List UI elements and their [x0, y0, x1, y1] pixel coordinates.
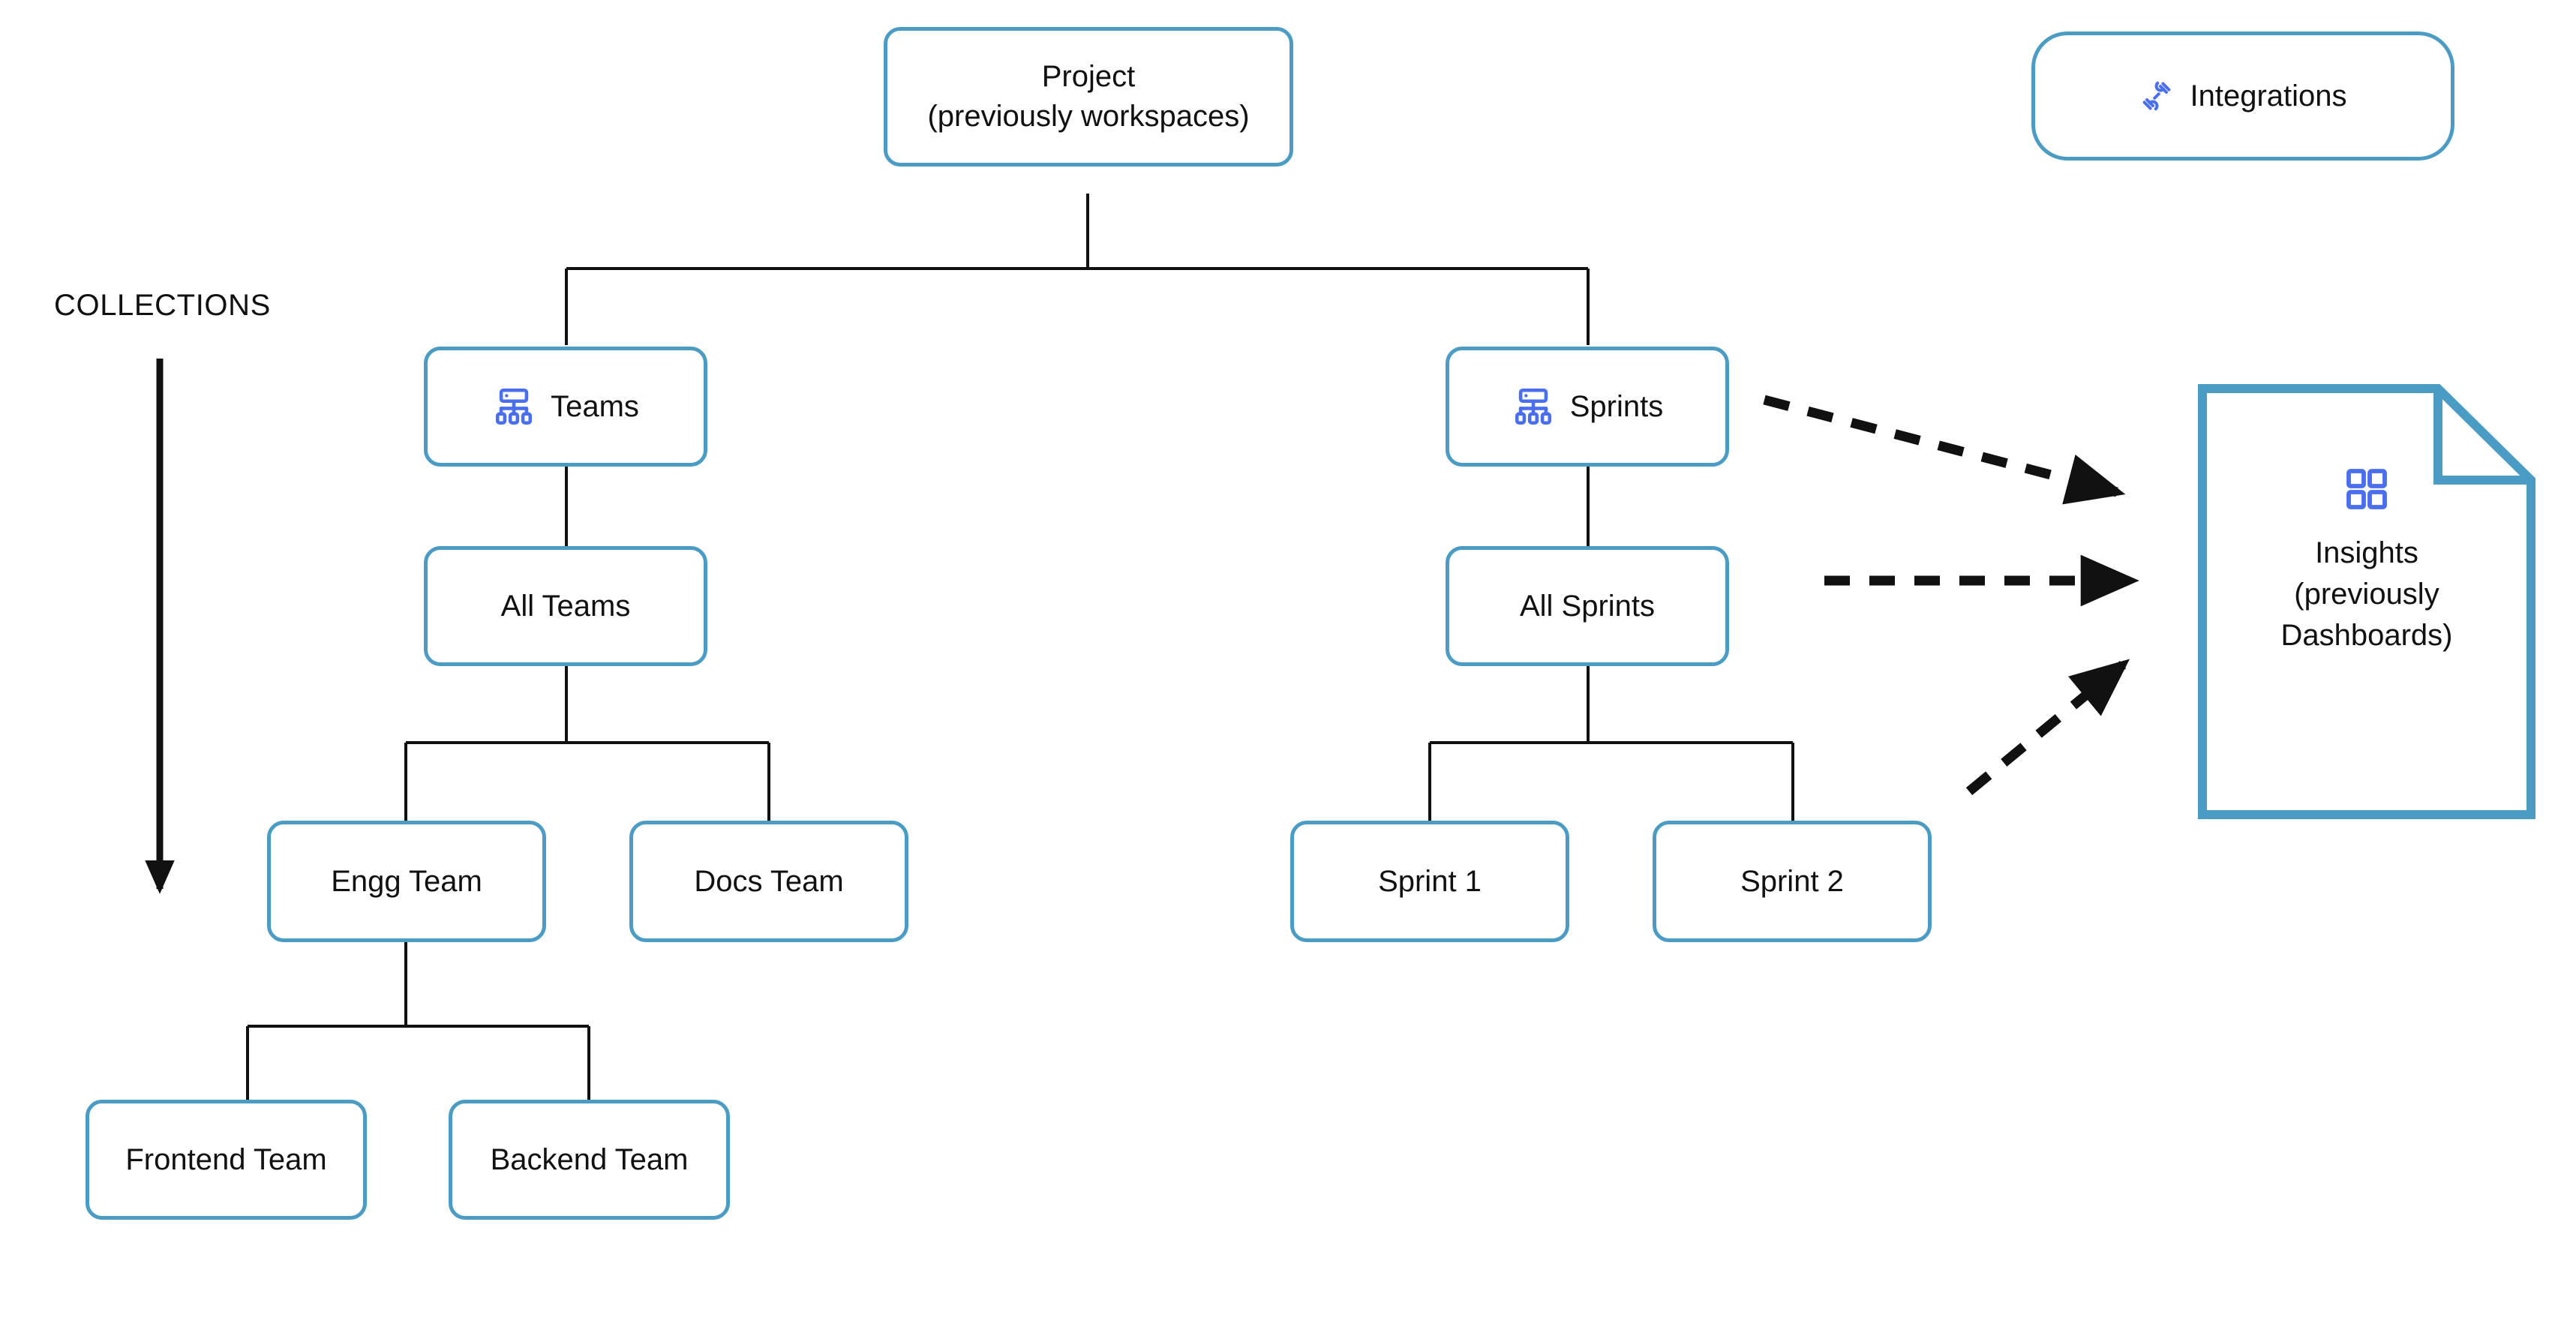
- plug-icon: [2139, 78, 2175, 114]
- node-all-sprints[interactable]: All Sprints: [1446, 546, 1729, 666]
- node-backend-team[interactable]: Backend Team: [449, 1100, 730, 1220]
- node-sprint-1[interactable]: Sprint 1: [1290, 821, 1569, 942]
- node-integrations-label: Integrations: [2190, 79, 2347, 113]
- node-sprints[interactable]: Sprints: [1446, 347, 1729, 467]
- node-sprint-2-label: Sprint 2: [1740, 864, 1844, 898]
- node-insights-label: Insights (previously Dashboards): [2280, 536, 2453, 653]
- node-sprint-1-label: Sprint 1: [1378, 864, 1482, 898]
- node-docs-team[interactable]: Docs Team: [629, 821, 908, 942]
- node-all-teams[interactable]: All Teams: [424, 546, 707, 666]
- node-frontend-team-label: Frontend Team: [125, 1142, 327, 1176]
- edge-sprints-to-insights: [1763, 395, 2126, 505]
- node-insights[interactable]: Insights (previously Dashboards): [2198, 384, 2535, 819]
- node-all-sprints-label: All Sprints: [1519, 589, 1656, 623]
- node-engg-team[interactable]: Engg Team: [267, 821, 546, 942]
- node-engg-team-label: Engg Team: [331, 864, 482, 898]
- node-teams[interactable]: Teams: [424, 347, 707, 467]
- edge-sprint2-to-insights: [1965, 659, 2130, 796]
- node-docs-team-label: Docs Team: [694, 864, 844, 898]
- document-shape: [2198, 384, 2535, 819]
- node-project[interactable]: Project (previously workspaces): [884, 27, 1293, 167]
- collections-label: COLLECTIONS: [54, 289, 271, 322]
- node-teams-label: Teams: [551, 389, 639, 423]
- hierarchy-icon: [492, 385, 536, 428]
- node-sprint-2[interactable]: Sprint 2: [1653, 821, 1932, 942]
- node-backend-team-label: Backend Team: [490, 1142, 689, 1176]
- node-frontend-team[interactable]: Frontend Team: [86, 1100, 367, 1220]
- node-integrations[interactable]: Integrations: [2031, 32, 2454, 161]
- node-all-teams-label: All Teams: [500, 589, 631, 623]
- dashboard-grid-icon: [2343, 465, 2391, 513]
- node-sprints-label: Sprints: [1569, 389, 1664, 423]
- hierarchy-icon: [1512, 385, 1555, 428]
- node-project-label: Project (previously workspaces): [927, 60, 1250, 133]
